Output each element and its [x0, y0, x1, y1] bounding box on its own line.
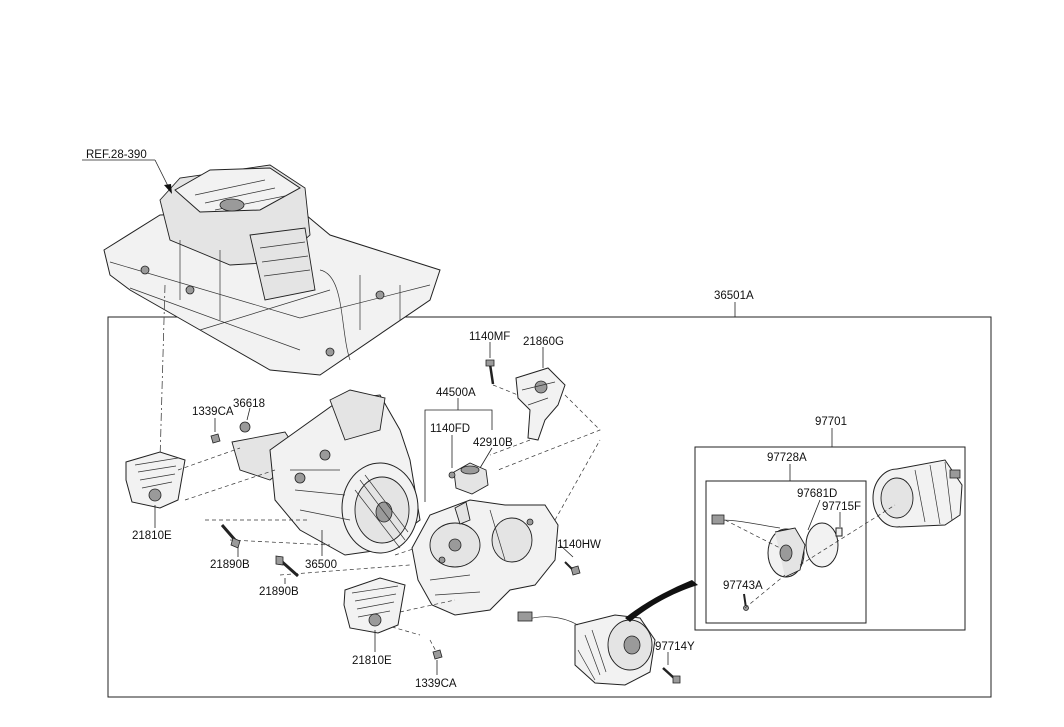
label-97701: 97701	[815, 416, 847, 428]
part-42910b	[448, 462, 489, 495]
bolt-97714y	[662, 667, 681, 684]
label-42910b: 42910B	[473, 437, 513, 449]
label-97714y: 97714Y	[655, 641, 695, 653]
assembly-frame-outer	[107, 316, 992, 698]
bolt-21890b-1	[220, 524, 241, 549]
bolt-1140hw	[564, 561, 581, 576]
clutch-coil	[767, 527, 806, 578]
nut-36618	[239, 421, 251, 433]
bolt-1339ca-top	[210, 433, 221, 444]
bracket-21860g	[515, 367, 566, 441]
label-1140fd: 1140FD	[430, 423, 470, 435]
label-97743a: 97743A	[723, 580, 763, 592]
bolt-1140mf	[485, 359, 495, 385]
shim-97715f	[835, 527, 843, 537]
label-ref: REF.28-390	[86, 149, 147, 161]
label-1140hw: 1140HW	[557, 539, 601, 551]
leader-36618	[246, 407, 251, 421]
label-36501a: 36501A	[714, 290, 754, 302]
mount-21810e-bottom	[343, 577, 406, 634]
compressor-callout-wedge	[625, 580, 698, 622]
leader-44500a	[424, 409, 493, 502]
clutch-kit-frame	[705, 480, 867, 624]
label-97728a: 97728A	[767, 452, 807, 464]
motor-36500	[231, 389, 421, 556]
label-1140mf: 1140MF	[469, 331, 510, 343]
bolt-1339ca-bottom	[432, 649, 443, 660]
label-21860g: 21860G	[523, 336, 564, 348]
label-1339ca-bottom: 1339CA	[415, 678, 457, 690]
compressor-body-right	[872, 459, 963, 528]
dash-lines-reducer	[384, 439, 601, 656]
dash-lines-bracket	[489, 384, 601, 471]
reducer-assembly	[411, 499, 559, 616]
label-36500: 36500	[305, 559, 337, 571]
label-97681d: 97681D	[797, 488, 837, 500]
gasket-97681d	[805, 522, 839, 568]
leader-1140hw	[559, 544, 574, 558]
leader-97681d	[807, 499, 821, 531]
label-21810e-left: 21810E	[132, 530, 172, 542]
leader-42910b	[479, 447, 493, 469]
bolt-97743a	[743, 593, 749, 611]
connector-wire	[711, 514, 781, 529]
label-44500a: 44500A	[436, 387, 476, 399]
label-21890b-2: 21890B	[259, 586, 299, 598]
ref-centerline	[159, 284, 166, 461]
dash-lines-compressor	[724, 504, 896, 609]
label-1339ca-top: 1339CA	[192, 406, 234, 418]
dash-lines-motor	[177, 447, 441, 576]
subframe-assembly	[103, 164, 441, 376]
ac-compressor	[517, 611, 656, 686]
label-21810e-bottom: 21810E	[352, 655, 392, 667]
bolt-21890b-2	[275, 555, 299, 578]
ref-arrowhead	[164, 184, 172, 194]
compressor-frame	[694, 446, 966, 631]
mount-21810e-left	[125, 451, 186, 509]
label-21890b-1: 21890B	[210, 559, 250, 571]
label-36618: 36618	[233, 398, 265, 410]
label-97715f: 97715F	[822, 501, 861, 513]
